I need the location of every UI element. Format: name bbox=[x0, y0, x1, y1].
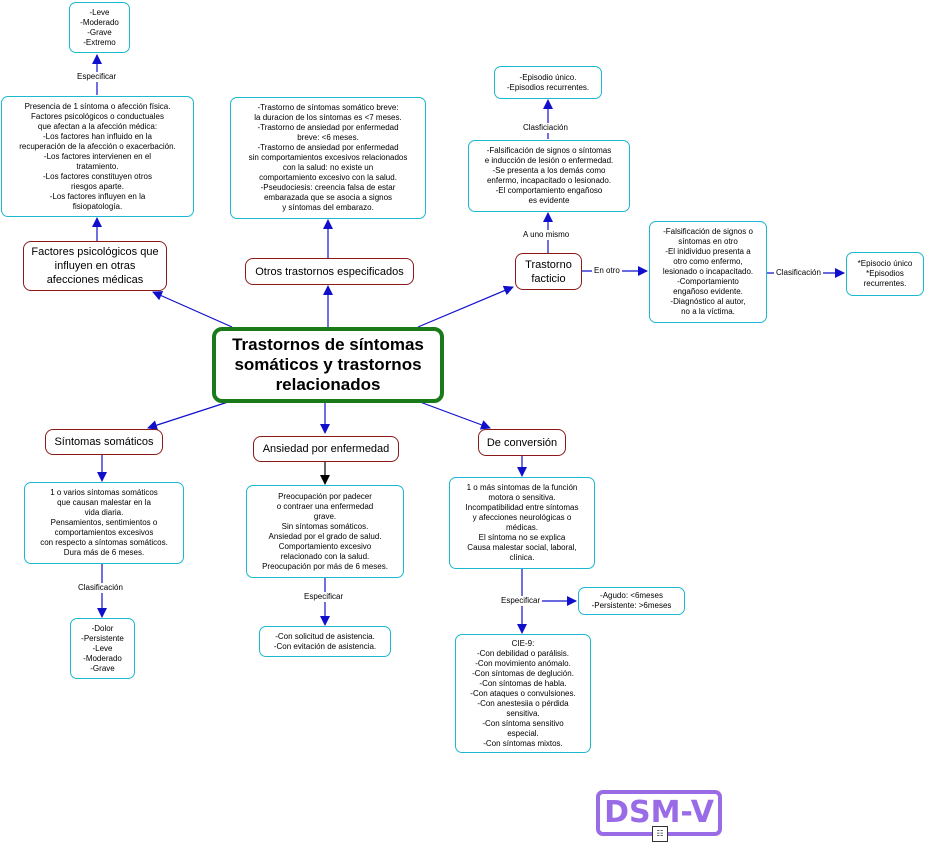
label-en-otro: En otro bbox=[592, 266, 622, 276]
concept-trastorno-facticio[interactable]: Trastorno facticio bbox=[515, 253, 582, 290]
ansiedad-description-box[interactable]: Preocupación por padecer o contraer una … bbox=[246, 485, 404, 578]
hierarchy-icon: ☷ bbox=[652, 826, 668, 842]
factores-description-box[interactable]: Presencia de 1 síntoma o afección física… bbox=[1, 96, 194, 217]
label-especificar-ansiedad: Especificar bbox=[302, 592, 346, 602]
main-concept[interactable]: Trastornos de síntomas somáticos y trast… bbox=[212, 327, 444, 403]
label-a-uno-mismo: A uno mismo bbox=[521, 230, 572, 240]
severidad-box[interactable]: -Leve -Moderado -Grave -Extremo bbox=[69, 2, 130, 53]
somaticos-description-box[interactable]: 1 o varios síntomas somáticos que causan… bbox=[24, 482, 184, 564]
otros-description-box[interactable]: -Trastorno de síntomas somático breve: l… bbox=[230, 97, 426, 219]
conversion-description-box[interactable]: 1 o más síntomas de la función motora o … bbox=[449, 477, 595, 569]
somaticos-clasificacion-box[interactable]: -Dolor -Persistente -Leve -Moderado -Gra… bbox=[70, 618, 135, 679]
ansiedad-especificar-box[interactable]: -Con solicitud de asistencia. -Con evita… bbox=[259, 626, 391, 657]
concept-sintomas-somaticos[interactable]: Síntomas somáticos bbox=[45, 429, 163, 455]
cie9-box[interactable]: CIE-9: -Con debilidad o parálisis. -Con … bbox=[455, 634, 591, 753]
dsm-v-logo: DSM-V bbox=[596, 790, 722, 836]
facticio-self-box[interactable]: -Falsificación de signos o síntomas e in… bbox=[468, 140, 630, 212]
concept-factores-psicologicos[interactable]: Factores psicológicos que influyen en ot… bbox=[23, 241, 167, 291]
conversion-duracion-box[interactable]: -Agudo: <6meses -Persistente: >6meses bbox=[578, 587, 685, 615]
label-clasificacion-episodio: Clasficiación bbox=[521, 123, 570, 133]
concept-ansiedad-enfermedad[interactable]: Ansiedad por enfermedad bbox=[253, 436, 399, 462]
label-clasificacion-somaticos: Clasificación bbox=[76, 583, 125, 593]
episodio-right-box[interactable]: *Episocio único *Episodios recurrentes. bbox=[846, 252, 924, 296]
label-clasificacion-right: Clasificación bbox=[774, 268, 823, 278]
label-especificar-conversion: Especificar bbox=[499, 596, 543, 606]
concept-de-conversion[interactable]: De conversión bbox=[478, 429, 566, 456]
facticio-other-box[interactable]: -Falsificación de signos o síntomas en o… bbox=[649, 221, 767, 323]
episodio-top-box[interactable]: -Episodio único. -Episodios recurrentes. bbox=[494, 66, 602, 99]
concept-otros-trastornos[interactable]: Otros trastornos especificados bbox=[245, 258, 414, 285]
label-especificar-factores: Especificar bbox=[75, 72, 119, 82]
